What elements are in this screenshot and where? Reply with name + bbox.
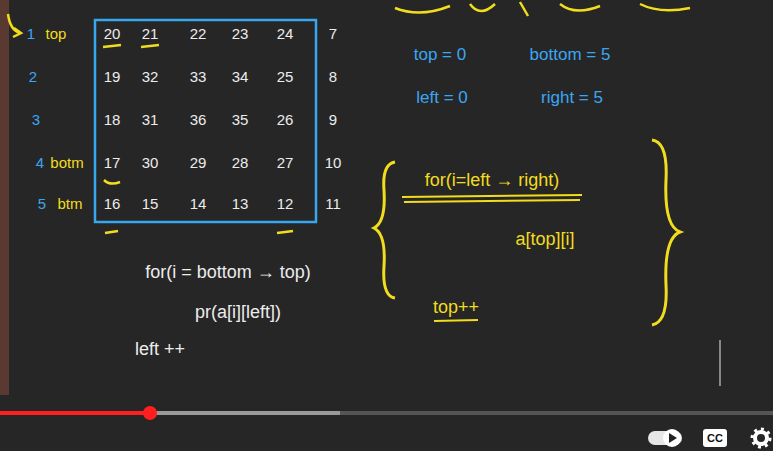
row-number: 5 [38,196,46,213]
loop-code: top++ [433,298,479,318]
cc-text: CC [707,432,723,444]
matrix-cell: 29 [190,155,207,172]
autoplay-knob [663,429,681,447]
cell-underline [103,45,159,47]
matrix-cell: 36 [190,112,207,129]
loop-code: a[top][i] [515,230,574,250]
row-number: 3 [32,112,40,129]
matrix-cell: 32 [142,69,159,86]
pointer-name: top [46,26,67,43]
increment-underline [434,320,478,321]
pointer-arrowhead [13,28,21,37]
matrix-cell: 19 [104,69,121,86]
matrix-cell: 28 [232,155,249,172]
variable-note: bottom = 5 [530,46,611,65]
cc-icon [703,429,727,447]
loop-code: left ++ [135,340,185,360]
matrix-cell: 13 [232,196,249,213]
variable-note: top = 0 [414,46,466,65]
pointer-name: btm [57,196,82,213]
matrix-cell: 33 [190,69,207,86]
matrix-cell: 23 [232,26,249,43]
matrix-boundary [95,20,316,222]
right-brace [652,140,680,325]
scroll-line [719,340,721,386]
matrix-cell: 30 [142,155,159,172]
matrix-cell: 22 [190,26,207,43]
loop-code: pr(a[i][left]) [195,303,281,323]
play-symbol [669,433,677,443]
matrix-cell: 20 [104,26,121,43]
matrix-cell: 8 [329,69,337,86]
presenter-strip [0,0,9,395]
cell-mark [104,180,293,233]
matrix-cell: 10 [325,155,342,172]
matrix-cell: 27 [277,155,294,172]
loop-code: for(i = bottom → top) [145,263,311,283]
row-number: 1 [27,26,35,43]
matrix-cell: 16 [104,196,121,213]
top-scribble [395,2,690,16]
matrix-cell: 14 [190,196,207,213]
gear-icon [755,432,767,444]
loop-code: for(i=left → right) [425,171,560,191]
matrix-cell: 35 [232,112,249,129]
matrix-cell: 15 [142,196,159,213]
variable-note: right = 5 [541,89,603,108]
progress-played [0,411,150,415]
variable-note: left = 0 [416,89,468,108]
matrix-cell: 34 [232,69,249,86]
progress-knob [143,406,157,420]
matrix-cell: 25 [277,69,294,86]
gear-teeth [752,429,770,447]
matrix-cell: 11 [325,196,341,213]
loop-underline [402,195,582,202]
pointer-name: botm [50,155,83,172]
matrix-cell: 26 [277,112,294,129]
matrix-cell: 18 [104,112,121,129]
matrix-cell: 24 [277,26,294,43]
matrix-cell: 31 [142,112,159,129]
left-brace [374,162,395,298]
row-number: 2 [29,69,37,86]
matrix-cell: 17 [104,155,121,172]
progress-buffer [150,411,340,415]
matrix-cell: 9 [329,112,337,129]
matrix-cell: 21 [142,26,159,43]
row-number: 4 [36,155,44,172]
progress-track [0,411,773,415]
matrix-cell: 7 [329,26,337,43]
matrix-cell: 12 [277,196,294,213]
